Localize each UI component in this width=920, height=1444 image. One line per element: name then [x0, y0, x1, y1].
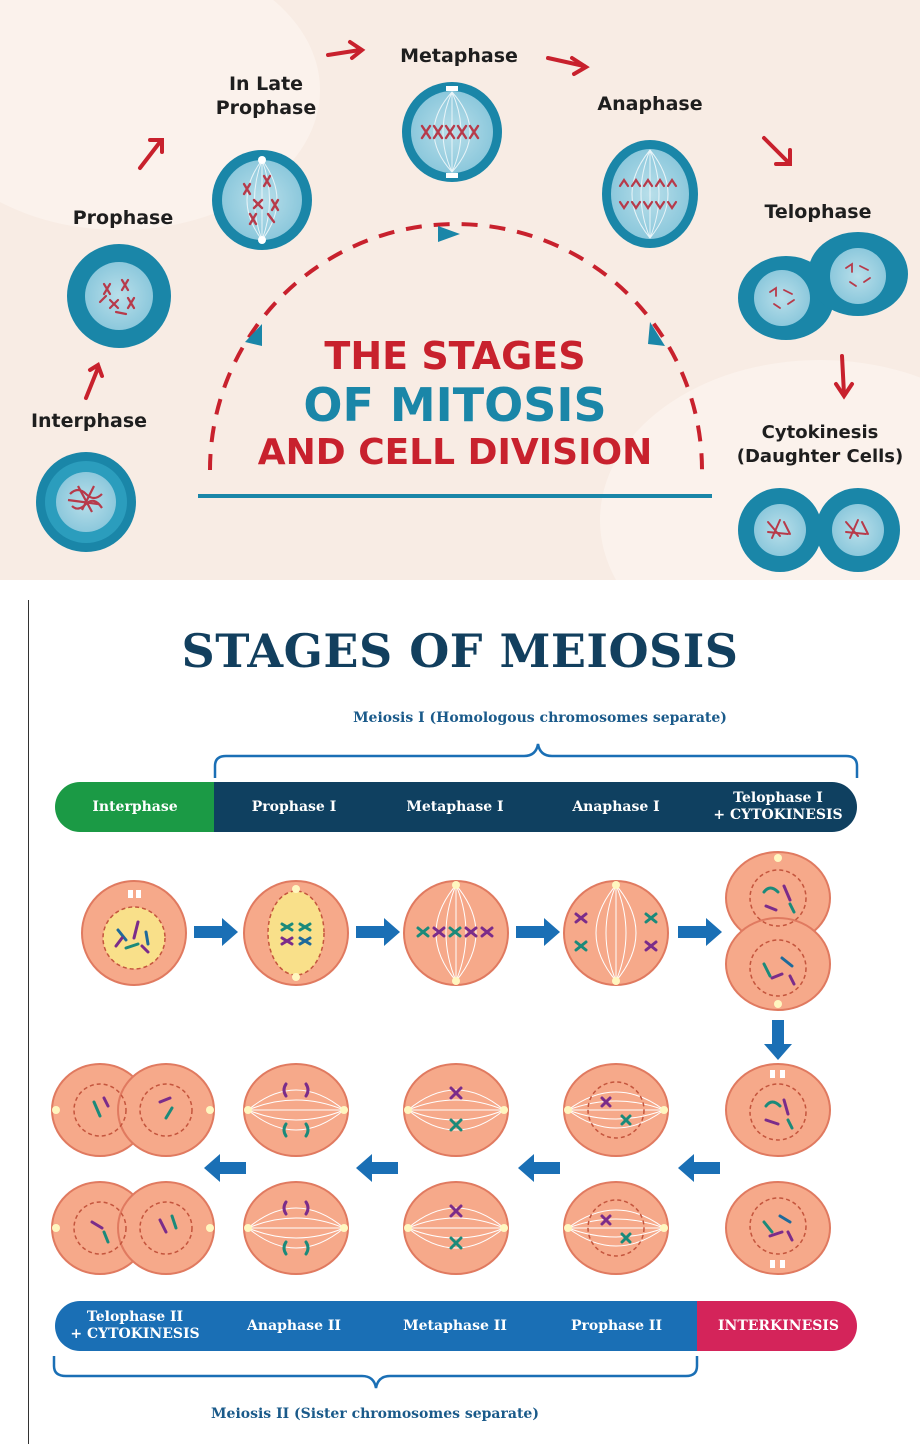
bar-stage-metaphase1: Metaphase I — [406, 798, 504, 815]
meiosis-anaphase2-cell-bottom — [243, 1181, 349, 1275]
bar-stage-telophase1: Telophase I + CYTOKINESIS — [713, 790, 843, 823]
stage-label-interphase: Interphase — [30, 410, 148, 432]
meiosis-title: STAGES OF MEIOSIS — [181, 624, 739, 678]
arc-arrow-head — [438, 226, 460, 242]
panel-divider-line — [28, 600, 29, 1444]
meiosis-anaphase2-cell-top — [243, 1063, 349, 1157]
meiosis2-brace — [52, 1356, 699, 1389]
bar-stage-interkinesis: INTERKINESIS — [717, 1317, 840, 1334]
meiosis-prophase2-cell-bottom — [563, 1181, 669, 1275]
interphase-cell — [36, 452, 136, 552]
bar-stage-interphase: Interphase — [92, 798, 178, 815]
arc-arrow-head — [648, 322, 665, 346]
bottom-bar-blue-segment — [55, 1301, 697, 1351]
arc-arrow-head — [245, 324, 262, 346]
mitosis-title-line3: AND CELL DIVISION — [257, 432, 653, 473]
meiosis1-brace — [213, 743, 859, 778]
stage-label-prophase: Prophase — [72, 207, 174, 229]
meiosis-arrows — [194, 918, 792, 1182]
stage-arrows — [84, 40, 854, 400]
stage-label-cytokinesis: Cytokinesis (Daughter Cells) — [736, 422, 904, 467]
mitosis-title-line1: THE STAGES — [324, 334, 586, 378]
meiosis-metaphase2-cell-bottom — [403, 1181, 509, 1275]
meiosis-telophase2-cell-bottom — [51, 1181, 215, 1275]
prophase-cell — [67, 244, 171, 348]
late-prophase-cell — [212, 150, 312, 250]
stage-label-late-prophase: In Late Prophase — [215, 73, 317, 119]
meiosis-metaphase2-cell-top — [403, 1063, 509, 1157]
meiosis-interkinesis-cell-bottom — [725, 1181, 831, 1275]
mitosis-panel: Interphase Prophase In Late Prophase Met… — [0, 0, 920, 580]
meiosis-diagram — [51, 743, 859, 1389]
bar-stage-telophase2: Telophase II + CYTOKINESIS — [70, 1309, 200, 1342]
stage-label-anaphase: Anaphase — [597, 93, 703, 115]
top-bar-navy-segment — [214, 782, 857, 832]
stage-label-telophase: Telophase — [764, 201, 872, 223]
metaphase-cell — [402, 82, 502, 182]
bar-stage-prophase1: Prophase I — [251, 798, 337, 815]
meiosis-prophase1-cell — [243, 880, 349, 986]
top-bar-green-segment — [55, 782, 214, 832]
bottom-bar-pink-segment — [697, 1301, 857, 1351]
meiosis-anaphase1-cell — [563, 880, 669, 986]
bar-stage-metaphase2: Metaphase II — [403, 1317, 507, 1334]
meiosis-prophase2-cell-top — [563, 1063, 669, 1157]
telophase-cell — [738, 232, 908, 340]
stage-label-metaphase: Metaphase — [400, 45, 518, 67]
mitosis-diagram — [0, 0, 920, 580]
meiosis-interkinesis-cell-top — [725, 1063, 831, 1157]
cycle-arc — [208, 222, 704, 471]
meiosis-interphase-cell — [81, 880, 187, 986]
mitosis-title-line2: OF MITOSIS — [303, 378, 607, 432]
bar-stage-prophase2: Prophase II — [570, 1317, 663, 1334]
meiosis-panel: STAGES OF MEIOSIS Meiosis I (Homologous … — [0, 580, 920, 1444]
meiosis-telophase2-cell-top — [51, 1063, 215, 1157]
bar-stage-anaphase1: Anaphase I — [572, 798, 660, 815]
daughter-cells — [738, 488, 900, 572]
anaphase-cell — [602, 140, 698, 248]
meiosis-metaphase1-cell — [403, 880, 509, 986]
bar-stage-anaphase2: Anaphase II — [247, 1317, 341, 1334]
meiosis2-label: Meiosis II (Sister chromosomes separate) — [211, 1406, 539, 1422]
meiosis1-label: Meiosis I (Homologous chromosomes separa… — [353, 710, 727, 726]
meiosis-telophase1-cell — [725, 851, 831, 1011]
